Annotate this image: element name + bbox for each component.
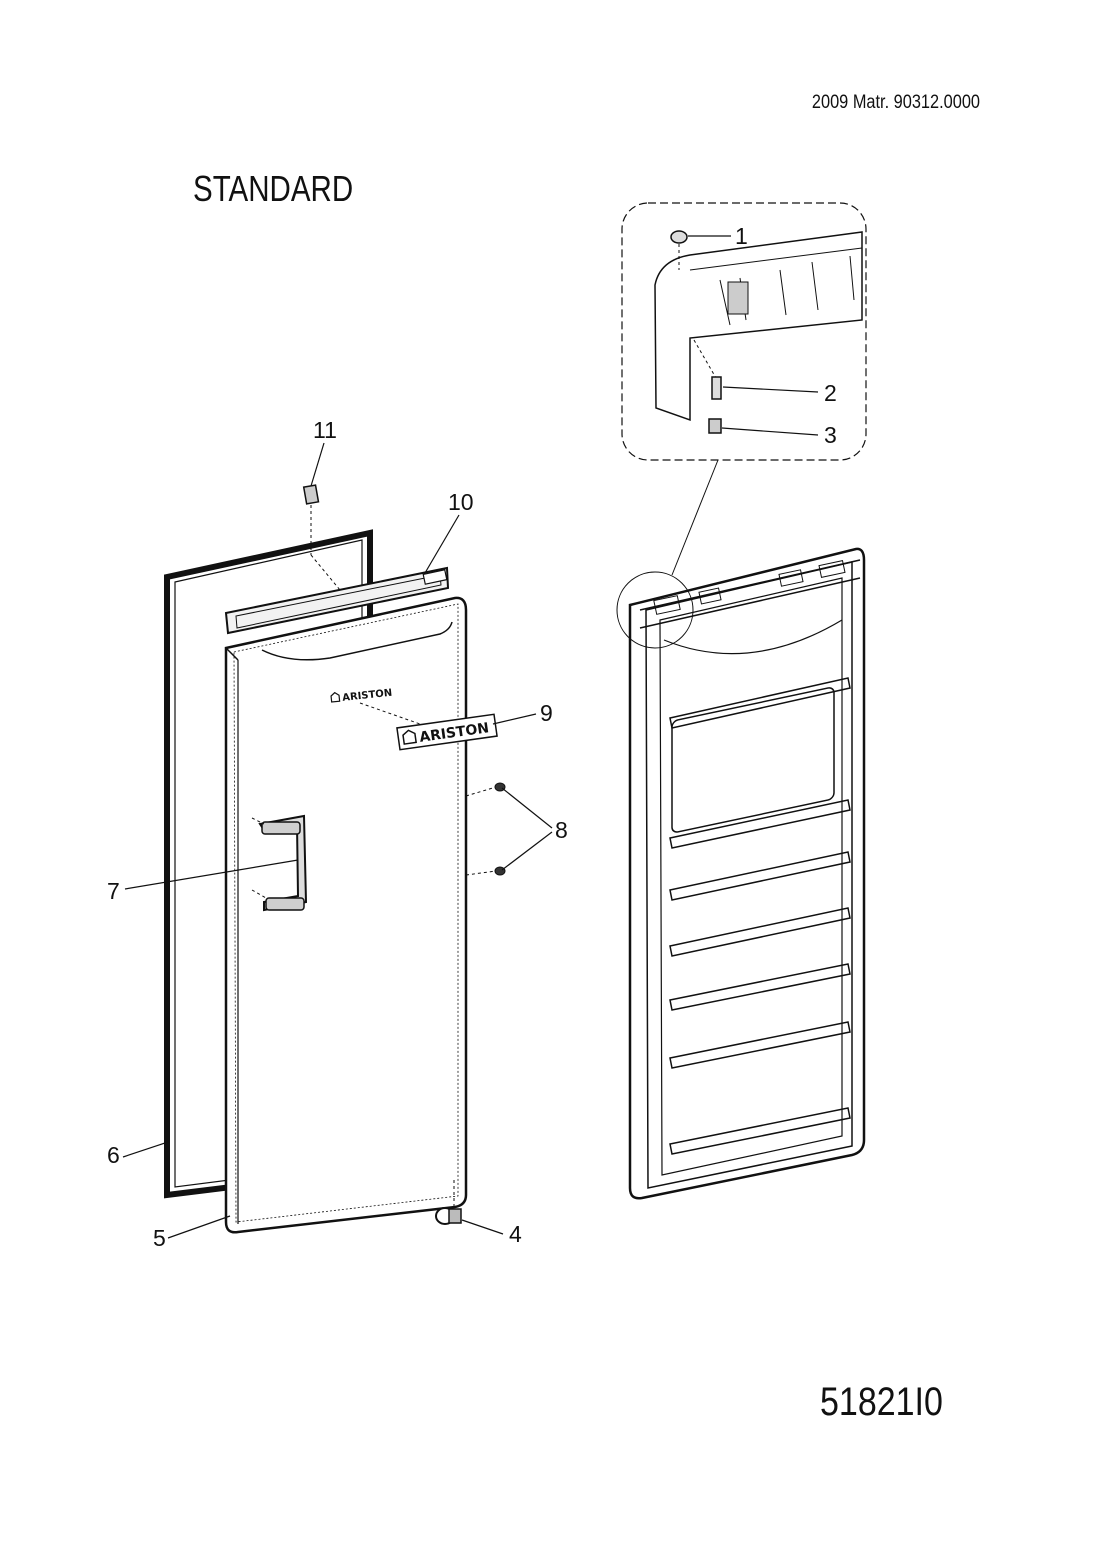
callout-6: 6	[107, 1142, 120, 1168]
screws	[465, 782, 506, 876]
hinge-bushing	[435, 1180, 462, 1225]
variant-title: STANDARD	[193, 168, 354, 209]
callout-1: 1	[735, 223, 748, 249]
outer-door-panel	[224, 596, 468, 1234]
callout-8: 8	[555, 817, 568, 843]
callout-3: 3	[824, 422, 837, 448]
inner-door-liner	[628, 547, 866, 1200]
detail-callout	[616, 202, 867, 649]
detail-hinge-area	[654, 230, 863, 434]
callout-2: 2	[824, 380, 837, 406]
document-reference: 2009 Matr. 90312.0000	[811, 92, 980, 113]
callout-9: 9	[540, 700, 553, 726]
callout-numbers: 1 2 3 4 5 6 7 8 9 10 11	[107, 223, 837, 1251]
door-logo: ARISTON	[330, 688, 393, 704]
callout-7: 7	[107, 878, 120, 904]
top-cover-strip	[224, 566, 450, 635]
badge-guide	[359, 702, 421, 725]
logo-badge: ARISTON	[396, 713, 498, 751]
drawing-code: 51821I0	[820, 1380, 943, 1424]
callout-5: 5	[153, 1225, 166, 1251]
callout-11: 11	[313, 417, 337, 443]
door-shelves	[669, 677, 851, 1155]
svg-text:ARISTON: ARISTON	[342, 688, 393, 704]
callout-4: 4	[509, 1221, 522, 1247]
callout-10: 10	[448, 489, 474, 515]
leader-lines	[122, 235, 819, 1239]
plug-cap	[302, 484, 341, 591]
door-handle	[251, 814, 308, 912]
